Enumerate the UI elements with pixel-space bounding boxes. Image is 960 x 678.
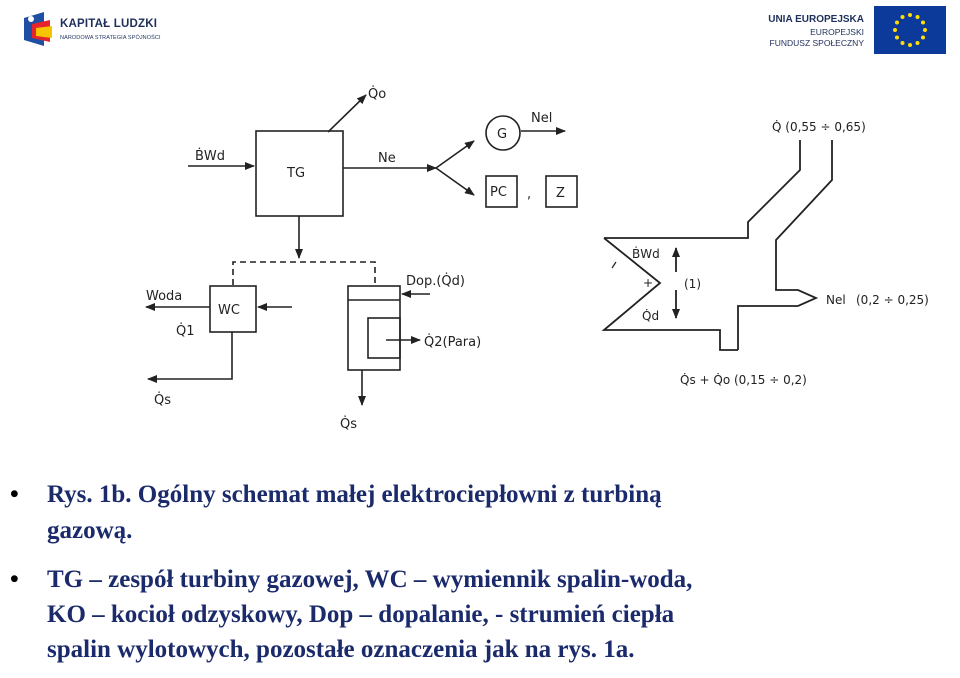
label-pc: PC [490,185,507,200]
label-tg: TG [286,166,305,181]
caption-line-1: Rys. 1b. Ogólny schemat małej elektrocie… [47,481,662,508]
label-q2: Q̇2(Para) [424,335,481,350]
label-qs-left: Q̇s [154,393,171,408]
label-nel: Nel [531,111,552,126]
bullet-2: • [10,566,19,593]
flow-label-1: (1) [684,277,701,291]
eu-logo-line2: EUROPEJSKI [810,27,864,37]
eu-logo-line1: UNIA EUROPEJSKA [768,14,864,25]
pc-box [485,175,518,208]
label-bwd: ḂWd [195,148,225,164]
caption-line-4: KO – kocioł odzyskowy, Dop – dopalanie, … [47,601,675,628]
label-q1: Q̇1 [176,324,195,339]
flow-label-plus: + [643,276,653,290]
label-z: Z [556,186,565,201]
eu-flag-icon [874,6,946,54]
caption-line-2: gazową. [47,517,133,544]
flow-label-nel: Nel [826,293,846,307]
kapital-ludzki-logo: KAPITAŁ LUDZKI NARODOWA STRATEGIA SPÓJNO… [22,8,182,54]
label-wc: WC [218,303,240,318]
flow-label-qd: Q̇d [642,309,659,323]
eu-logo: UNIA EUROPEJSKA EUROPEJSKI FUNDUSZ SPOŁE… [756,6,946,54]
caption-line-5: spalin wylotowych, pozostałe oznaczenia … [47,636,635,663]
wc-box [209,285,257,333]
label-qs-bottom: Q̇s [340,417,357,432]
label-g: G [497,127,507,142]
flow-label-losses: Q̇s + Q̇o (0,15 ÷ 0,2) [680,373,807,387]
label-dop: Dop.(Q̇d) [406,274,465,289]
kapital-ludzki-icon [24,12,52,46]
label-ne: Ne [378,151,396,166]
z-box [545,175,578,208]
bullet-1: • [10,481,19,508]
left-logo-subtitle: NARODOWA STRATEGIA SPÓJNOŚCI [60,35,161,41]
eu-logo-line3: FUNDUSZ SPOŁECZNY [769,38,864,48]
chp-schematic: Q̇o ḂWd TG Ne G Nel PC , Z Woda WC Dop.(… [145,87,929,432]
label-comma: , [527,187,531,202]
label-woda: Woda [146,289,182,304]
flow-label-bwd: ḂWd [632,246,660,261]
caption-line-3: TG – zespół turbiny gazowej, WC – wymien… [47,566,693,593]
left-logo-title: KAPITAŁ LUDZKI [60,18,158,30]
flow-label-q: Q̇ (0,55 ÷ 0,65) [772,120,866,134]
flow-label-nel-value: (0,2 ÷ 0,25) [856,293,929,307]
label-q0: Q̇o [368,87,386,102]
generator-circle [485,115,521,151]
